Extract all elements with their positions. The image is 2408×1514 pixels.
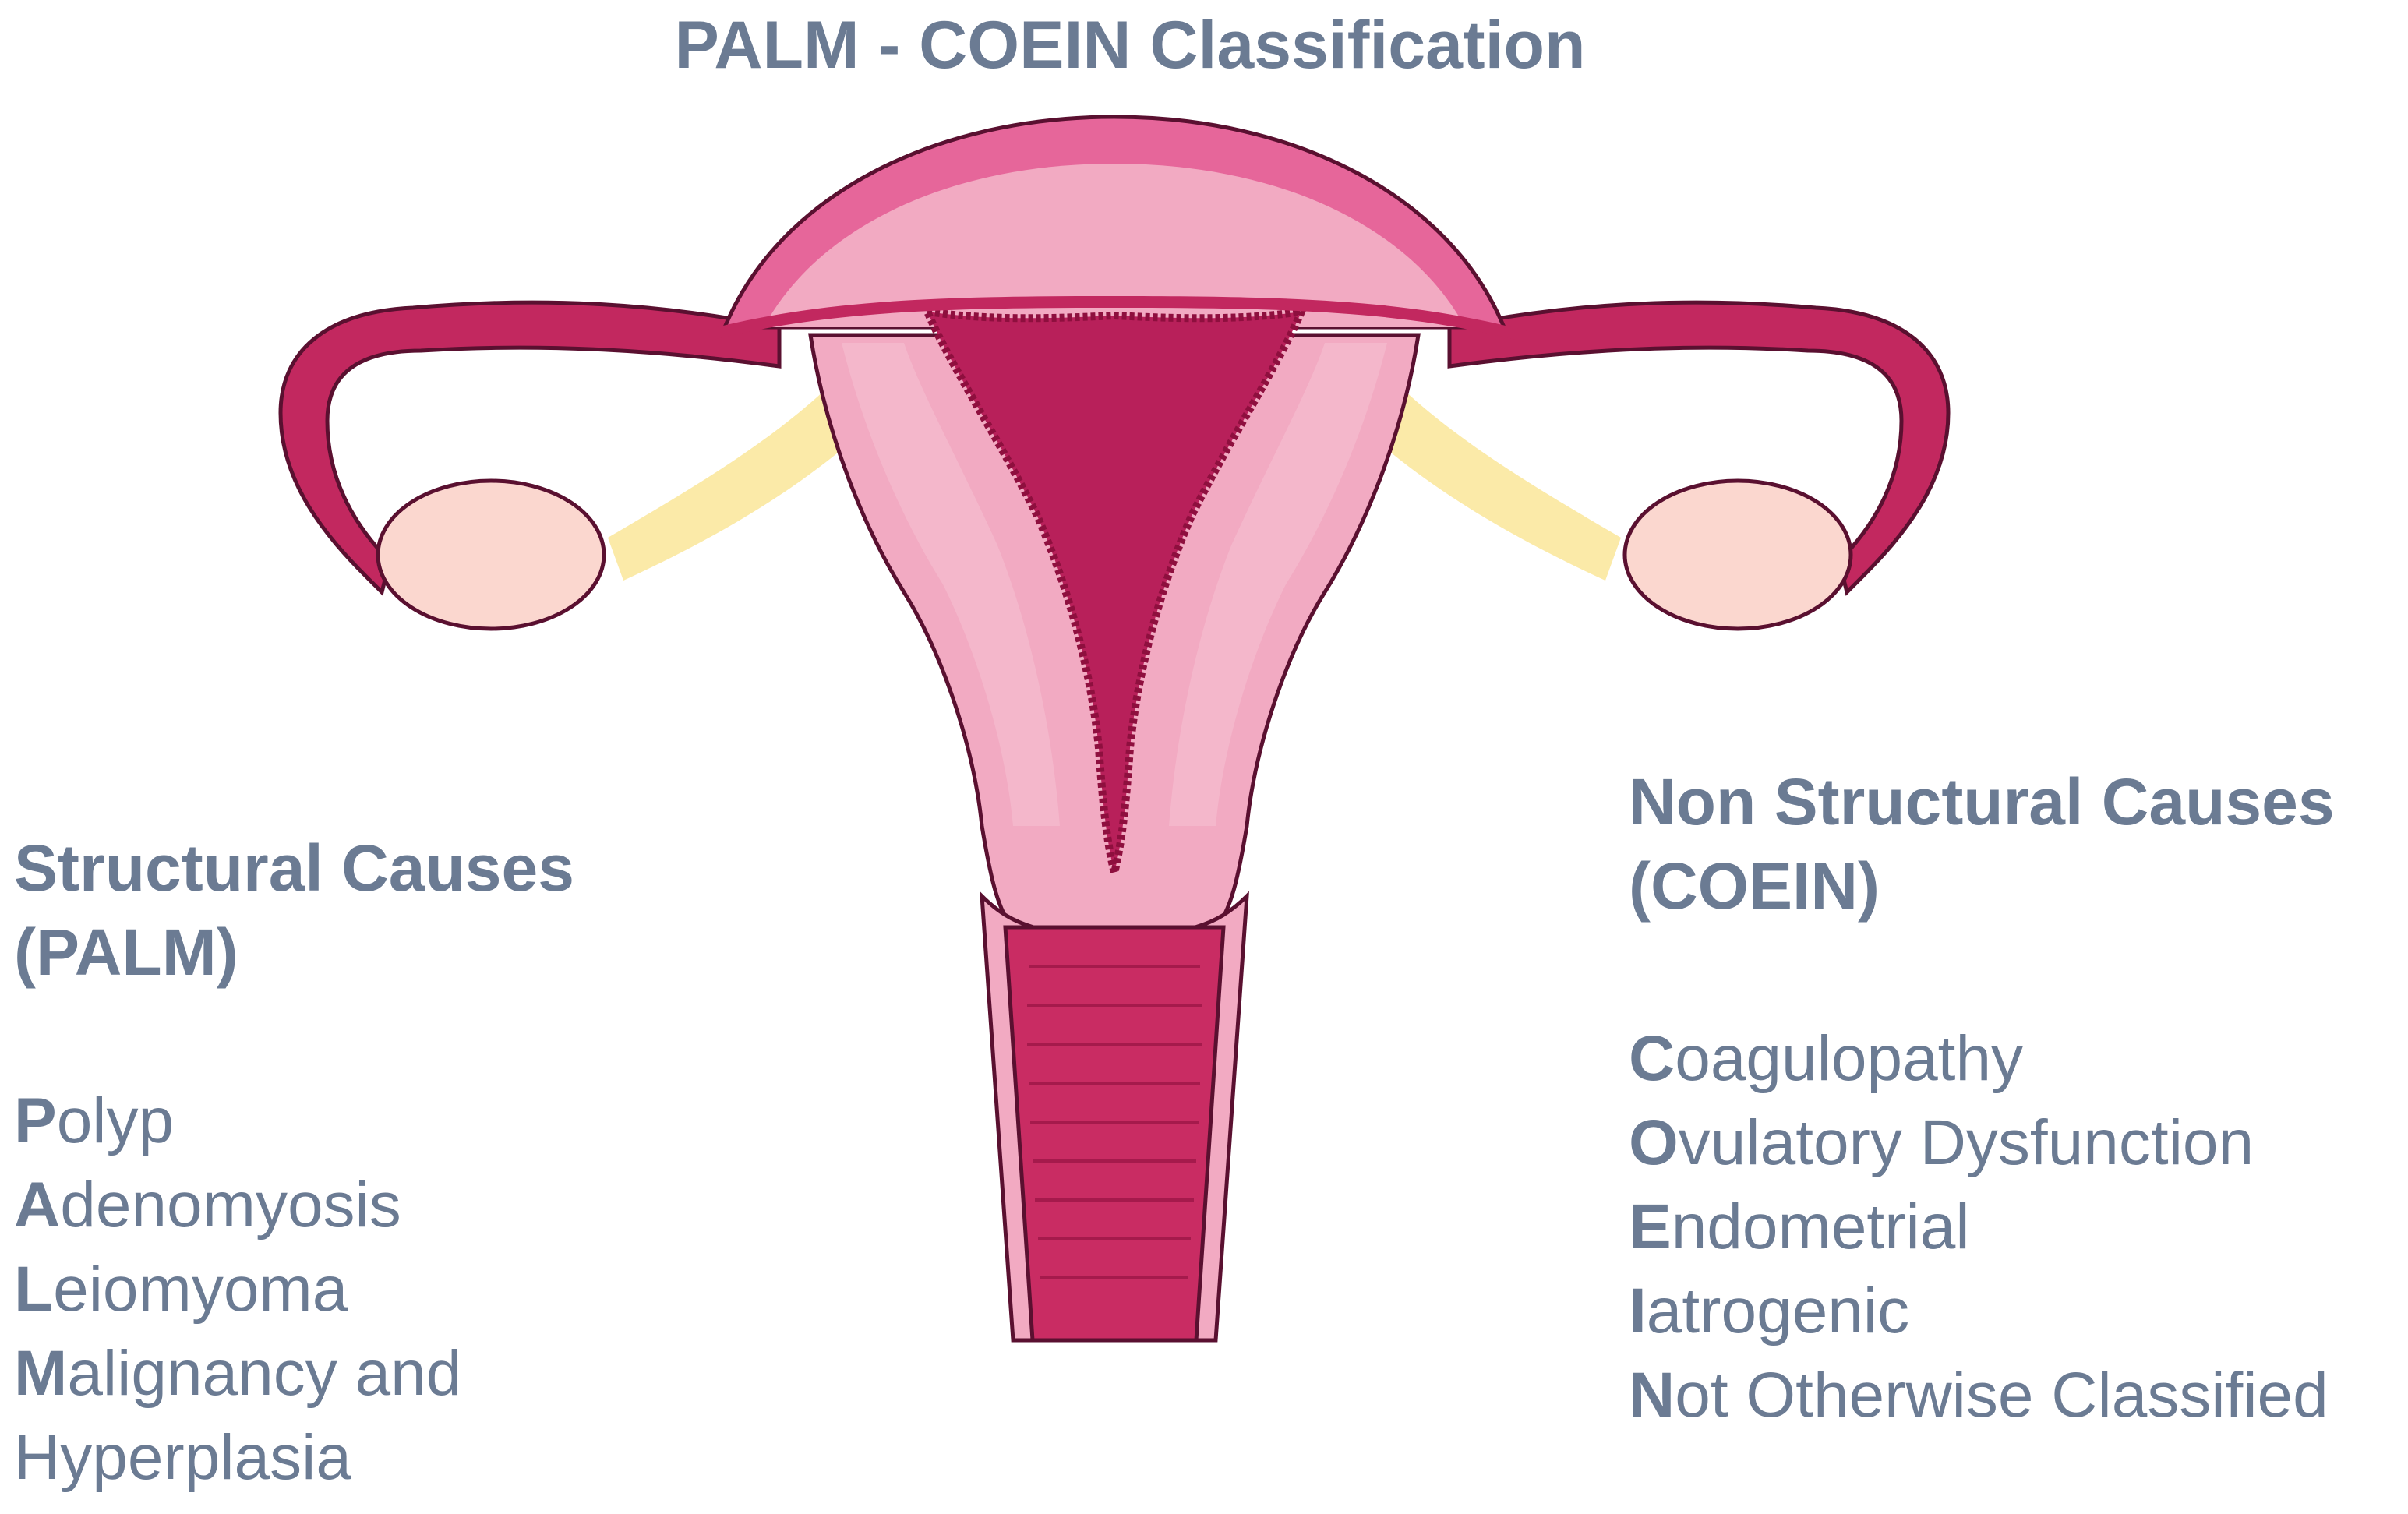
list-item: Adenomyosis xyxy=(14,1170,401,1240)
myometrium-left xyxy=(842,343,1060,826)
vaginal-rugae xyxy=(1027,965,1202,1279)
structural-causes-heading: Structural Causes (PALM) xyxy=(14,826,574,994)
non-structural-heading-line2: (COEIN) xyxy=(1629,849,1880,923)
list-item: Polyp xyxy=(14,1085,175,1156)
non-structural-causes-list: Coagulopathy Ovulatory Dysfunction Endom… xyxy=(1629,1017,2329,1438)
list-item: Not Otherwise Classified xyxy=(1629,1360,2329,1431)
cervical-canal xyxy=(1003,925,1226,1343)
page-title: PALM - COEIN Classification xyxy=(674,8,1586,83)
list-item: Malignancy and xyxy=(14,1338,462,1409)
fundus-inner xyxy=(764,164,1465,327)
list-item: Coagulopathy xyxy=(1629,1023,2024,1094)
right-ovarian-ligament xyxy=(1372,374,1621,581)
myometrium-right xyxy=(1169,343,1387,826)
list-item: Endometrial xyxy=(1629,1191,1970,1262)
structural-causes-list: Polyp Adenomyosis Leiomyoma Malignancy a… xyxy=(14,1079,461,1500)
isthmus-line xyxy=(701,296,1527,343)
non-structural-heading-line1: Non Structural Causes xyxy=(1629,765,2335,838)
left-ovarian-ligament xyxy=(608,374,857,581)
structural-heading-line2: (PALM) xyxy=(14,916,238,989)
list-item: Hyperplasia xyxy=(14,1422,351,1493)
non-structural-causes-heading: Non Structural Causes (COEIN) xyxy=(1629,760,2335,928)
list-item: Leiomyoma xyxy=(14,1254,348,1325)
structural-heading-line1: Structural Causes xyxy=(14,831,574,905)
endometrial-cavity xyxy=(920,306,1308,874)
right-ovary xyxy=(1622,478,1853,631)
list-item: Ovulatory Dysfunction xyxy=(1629,1107,2254,1178)
left-ovary xyxy=(376,478,606,631)
list-item: Iatrogenic xyxy=(1629,1276,1910,1346)
